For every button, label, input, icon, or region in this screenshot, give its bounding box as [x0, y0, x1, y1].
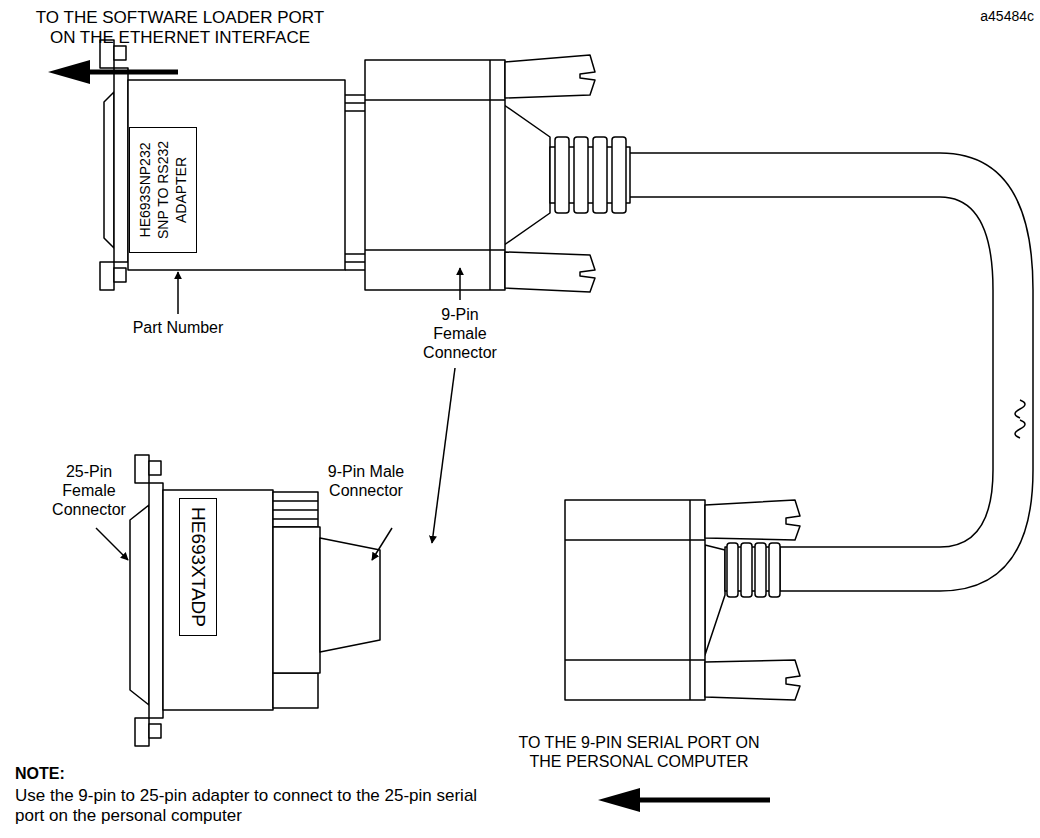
- snp-adapter: [114, 268, 126, 282]
- xt-adapter: [163, 490, 273, 710]
- female-connector: [593, 137, 607, 213]
- female-connector: [574, 137, 588, 213]
- note-text: Use the 9-pin to 25-pin adapter to conne…: [15, 786, 485, 826]
- direction-arrows: [85, 70, 178, 75]
- leader-lines: [459, 268, 461, 300]
- female-connector: [365, 55, 630, 292]
- callout-label: 9-Pin Female Connector: [418, 305, 502, 362]
- direction-arrows: [48, 60, 770, 812]
- xt-adapter: [320, 538, 380, 652]
- part-number-plate: HE693SNP232 SNP TO RS232 ADAPTER: [129, 127, 197, 253]
- figure-id: a45484c: [958, 8, 1034, 25]
- xt-adapter: [135, 718, 149, 746]
- pc-female-connector: [705, 545, 725, 655]
- leader-lines: [96, 528, 128, 560]
- callout-label: 9-Pin Male Connector: [326, 462, 406, 500]
- female-connector: [365, 60, 505, 290]
- pc-female-connector: [565, 500, 800, 700]
- female-connector: [505, 252, 595, 292]
- cable: [1015, 400, 1025, 418]
- part-number-text: HE693XTADP: [186, 507, 210, 627]
- pc-female-connector: [727, 543, 738, 597]
- note-heading: NOTE:: [15, 764, 135, 783]
- pc-female-connector: [565, 500, 705, 700]
- xt-adapter: [135, 455, 149, 483]
- snp-adapter: [114, 46, 126, 60]
- part-number-text: HE693SNP232 SNP TO RS232 ADAPTER: [136, 136, 190, 244]
- pc-female-connector: [705, 660, 800, 700]
- snp-adapter: [100, 262, 114, 290]
- xt-adapter: [149, 483, 163, 718]
- direction-arrows: [635, 798, 770, 803]
- xt-adapter: [130, 505, 149, 705]
- part-number-plate: HE693XTADP: [179, 498, 217, 636]
- xt-adapter: [273, 673, 318, 708]
- direction-label: TO THE SOFTWARE LOADER PORT ON THE ETHER…: [22, 8, 338, 48]
- leader-lines: [432, 368, 455, 543]
- direction-arrows: [48, 60, 90, 84]
- snp-adapter: [345, 95, 365, 270]
- leader-lines: [96, 268, 460, 560]
- pc-female-connector: [741, 543, 752, 597]
- xt-adapter: [149, 461, 161, 475]
- cable: [1015, 420, 1025, 438]
- callout-label: Part Number: [128, 318, 228, 337]
- pc-female-connector: [705, 500, 800, 540]
- xt-adapter: [273, 527, 320, 673]
- female-connector: [612, 137, 626, 213]
- snp-adapter: [100, 40, 365, 290]
- pc-female-connector: [769, 543, 780, 597]
- female-connector: [365, 60, 505, 290]
- pc-female-connector: [755, 543, 766, 597]
- cable-illustration: [100, 40, 1033, 746]
- direction-arrows: [598, 788, 640, 812]
- xt-adapter: [149, 724, 161, 738]
- snp-adapter: [114, 68, 128, 262]
- cable: [630, 197, 993, 547]
- leader-lines: [177, 272, 179, 314]
- snp-adapter: [128, 80, 345, 270]
- snp-adapter: [104, 92, 114, 248]
- female-connector: [555, 137, 569, 213]
- female-connector: [505, 55, 595, 98]
- pc-female-connector: [565, 500, 705, 700]
- direction-label: TO THE 9-PIN SERIAL PORT ON THE PERSONAL…: [508, 733, 770, 771]
- leader-lines: [372, 528, 392, 560]
- callout-label: 25-Pin Female Connector: [46, 462, 132, 519]
